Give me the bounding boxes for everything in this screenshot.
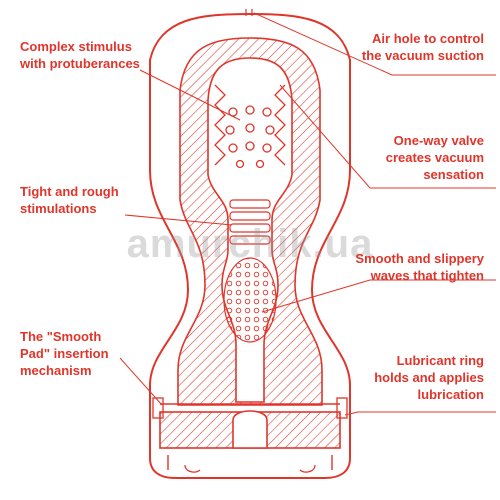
tight-rings [229, 199, 271, 245]
outer-shell [149, 12, 351, 479]
air-hole [245, 9, 253, 16]
protuberances [214, 84, 286, 169]
smooth-pad-base [152, 397, 348, 473]
label-lubricant-ring: Lubricant ring holds and applies lubrica… [374, 353, 484, 402]
label-one-way-valve: One-way valve creates vacuum sensation [385, 133, 484, 182]
inner-canal [207, 57, 293, 403]
label-complex-stimulus: Complex stimulus with protuberances [20, 39, 140, 71]
watermark: amurchik.ua [126, 222, 374, 266]
label-smooth-pad: The "Smooth Pad" insertion mechanism [20, 329, 109, 378]
label-tight-rough: Tight and rough stimulations [20, 184, 119, 216]
label-air-hole: Air hole to control the vacuum suction [361, 31, 484, 63]
dotted-bulb [223, 257, 277, 343]
label-smooth-waves: Smooth and slippery waves that tighten [355, 251, 484, 283]
leader-lines [119, 12, 496, 416]
